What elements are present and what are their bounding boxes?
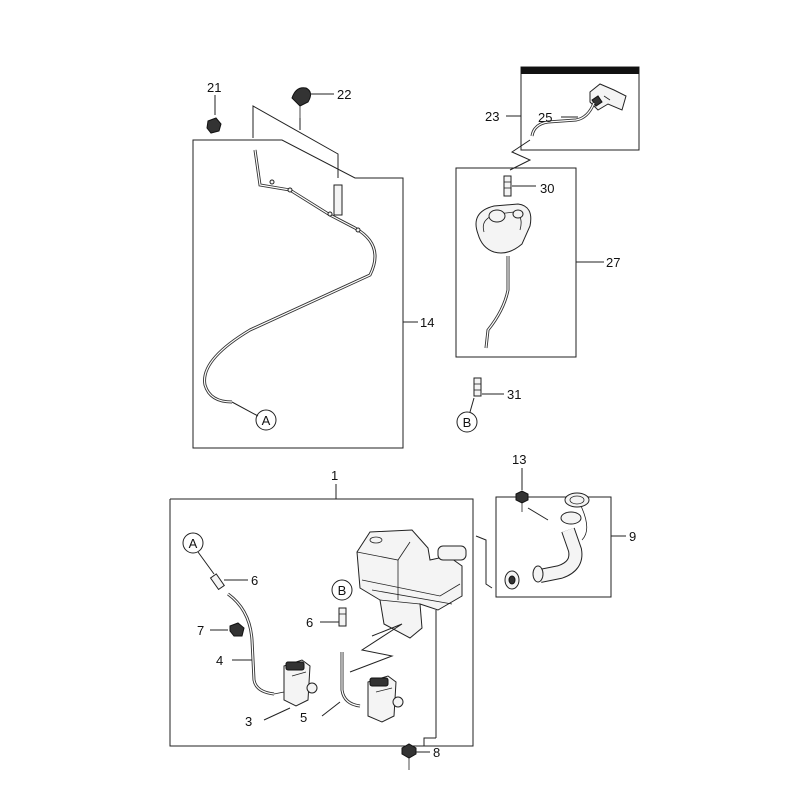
group-9-filler-neck: 9: [495, 492, 636, 598]
part-5-pump: [367, 675, 404, 723]
part-30-connector: [503, 175, 536, 197]
part-3-pump: [263, 659, 318, 721]
inset-header-bar: [521, 67, 639, 74]
part-27-grommet: [475, 203, 532, 254]
callout-25: 25: [538, 110, 552, 125]
frame-14: [192, 139, 404, 449]
group-14-washer-hose: 21 22 A 14: [192, 80, 434, 449]
connector-a-bottom-label: A: [189, 536, 198, 551]
callout-4: 4: [216, 653, 223, 668]
group-27: 30 27: [455, 167, 620, 358]
frame-27: [455, 167, 577, 358]
connector-a-top-label: A: [262, 413, 271, 428]
connector-a-bottom: [182, 532, 204, 554]
frame-9: [495, 496, 612, 598]
callout-30: 30: [540, 181, 554, 196]
callout-6b: 6: [306, 615, 313, 630]
part-1-tank: [356, 529, 467, 639]
callout-27: 27: [606, 255, 620, 270]
callout-7: 7: [197, 623, 204, 638]
callout-22: 22: [337, 87, 351, 102]
callout-5: 5: [300, 710, 307, 725]
callout-6a: 6: [251, 573, 258, 588]
group-23-inset: 25 23: [485, 66, 640, 171]
callout-13: 13: [512, 452, 526, 467]
callout-9: 9: [629, 529, 636, 544]
connector-b-bottom: [331, 579, 353, 601]
part-6b-connector: [320, 607, 347, 627]
callout-8: 8: [433, 745, 440, 760]
group-1-reservoir: 1 A 6 4: [169, 468, 493, 747]
connector-a-top: [255, 409, 277, 431]
connector-b-top: [456, 411, 478, 433]
part-23-nozzle: [589, 83, 627, 111]
connector-b-top-label: B: [463, 415, 472, 430]
part-6a-connector: [209, 573, 248, 591]
part-22-nozzle: [291, 87, 334, 118]
part-8-bolt: [401, 743, 430, 770]
callout-1: 1: [331, 468, 338, 483]
part-21-clip: [206, 95, 222, 134]
part-9-cap: [560, 492, 590, 541]
connector-b-bottom-label: B: [338, 583, 347, 598]
callout-23: 23: [485, 109, 499, 124]
callout-21: 21: [207, 80, 221, 95]
callout-14: 14: [420, 315, 434, 330]
part-31-connector: [469, 377, 504, 413]
frame-1: [169, 498, 474, 747]
part-7-clip: [210, 622, 245, 637]
callout-31: 31: [507, 387, 521, 402]
callout-3: 3: [245, 714, 252, 729]
part-13-bolt: [515, 468, 549, 521]
